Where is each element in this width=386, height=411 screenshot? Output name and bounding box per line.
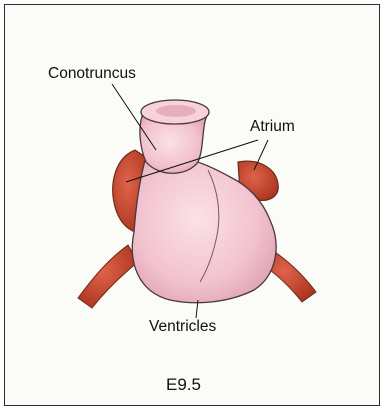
stage-label: E9.5 [166, 376, 201, 393]
label-atrium: Atrium [250, 119, 295, 135]
left-vessel [78, 245, 138, 308]
label-conotruncus: Conotruncus [48, 66, 136, 82]
label-ventricles: Ventricles [149, 319, 216, 335]
